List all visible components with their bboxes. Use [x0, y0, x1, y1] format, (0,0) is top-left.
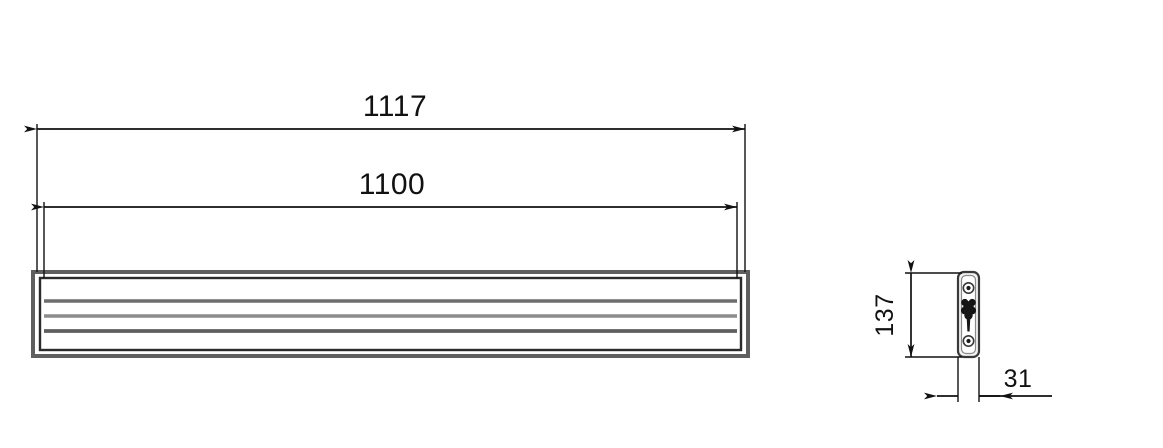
dimension-bracket-height-137: 137	[871, 260, 962, 358]
bracket-screw-hole-top-center	[966, 285, 971, 291]
dimension-label-1100: 1100	[359, 168, 426, 201]
dimension-bracket-depth-31: 31	[924, 357, 1052, 402]
side-detail-bracket-view	[956, 270, 981, 359]
dimension-label-31: 31	[1004, 365, 1033, 393]
dimension-label-137: 137	[871, 293, 899, 336]
panel-outer-frame	[31, 270, 750, 358]
dimension-overall-width-1117: 1117	[24, 90, 746, 272]
bracket-screw-hole-bottom-center	[966, 338, 971, 344]
dimension-label-1117: 1117	[363, 90, 427, 123]
panel-inner-frame	[38, 276, 743, 352]
bracket-cam-lock-mechanism	[960, 298, 977, 332]
front-elevation-view	[31, 270, 750, 358]
dimension-inner-width-1100: 1100	[31, 168, 738, 278]
